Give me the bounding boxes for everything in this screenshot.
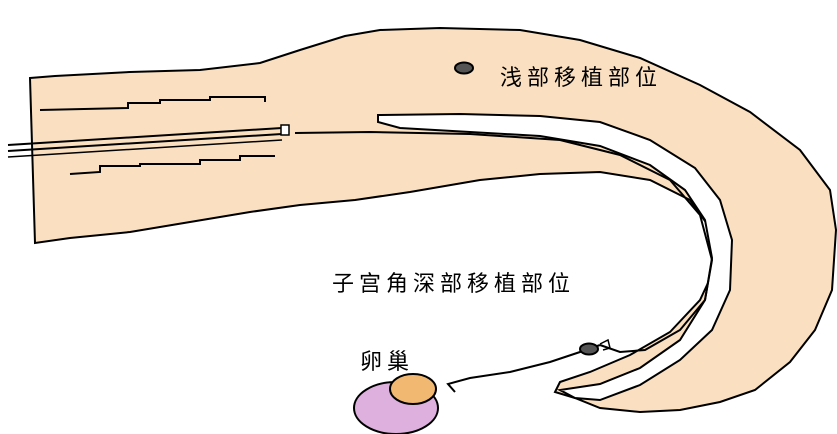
- ovary-label: 卵巢: [360, 344, 414, 376]
- shallow-site-label: 浅部移植部位: [500, 60, 662, 92]
- embryo-icon-shallow: [455, 63, 473, 74]
- embryo-icon-deep: [580, 344, 598, 355]
- deep-site-label: 子宫角深部移植部位: [332, 266, 575, 298]
- ovary-follicle: [390, 374, 436, 404]
- catheter-icon: [281, 125, 289, 135]
